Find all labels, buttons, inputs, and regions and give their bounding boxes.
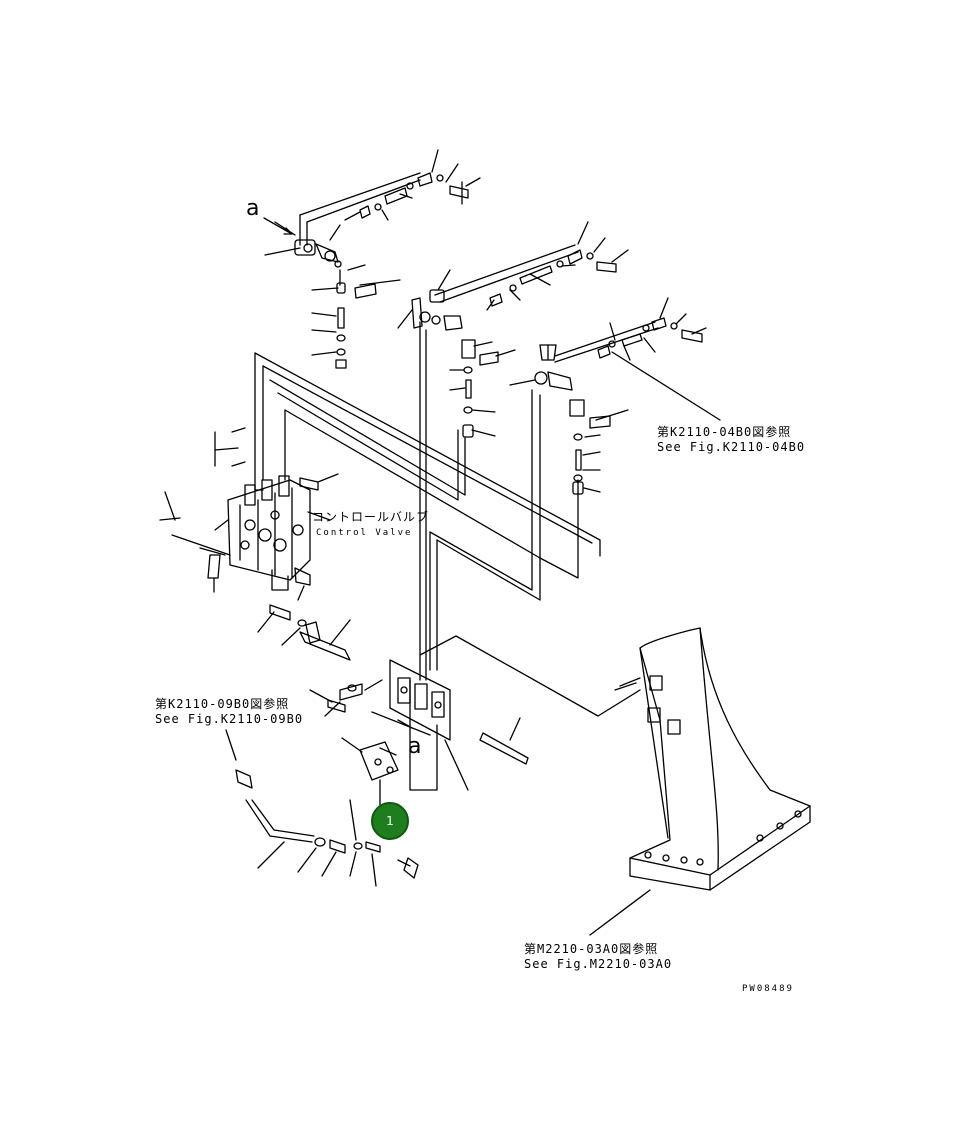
control-valve-label-jp: コントロールバルブ [312,510,430,524]
top-middle-rod-assembly [397,221,629,438]
linkage-rods [254,321,641,791]
ref-k2110-04b0-jp[interactable]: 第K2110-04B0図参照 [657,425,792,439]
letter-a-bottom: a [408,734,422,759]
ref-k2110-09b0-jp[interactable]: 第K2110-09B0図参照 [155,697,290,711]
top-left-rod-assembly [264,149,481,369]
right-rod-assembly [509,297,721,495]
ref-k2110-04b0-en[interactable]: See Fig.K2110-04B0 [657,440,806,454]
control-valve-block [159,427,339,601]
middle-linkage [257,604,641,806]
callout-arrows [263,217,293,235]
ref-m2210-03a0-en[interactable]: See Fig.M2210-03A0 [524,957,673,971]
part-hotspot-1[interactable]: 1 [371,802,409,840]
letter-a-top: a [246,196,260,221]
lower-left-linkage [225,729,419,887]
ref-m2210-03a0-jp[interactable]: 第M2210-03A0図参照 [524,942,659,956]
drawing-number: PW08489 [742,984,794,994]
control-valve-label-en: Control Valve [316,528,413,538]
ref-k2110-09b0-en[interactable]: See Fig.K2110-09B0 [155,712,304,726]
frame-pillar [589,627,811,936]
part-hotspot-number: 1 [386,814,394,828]
